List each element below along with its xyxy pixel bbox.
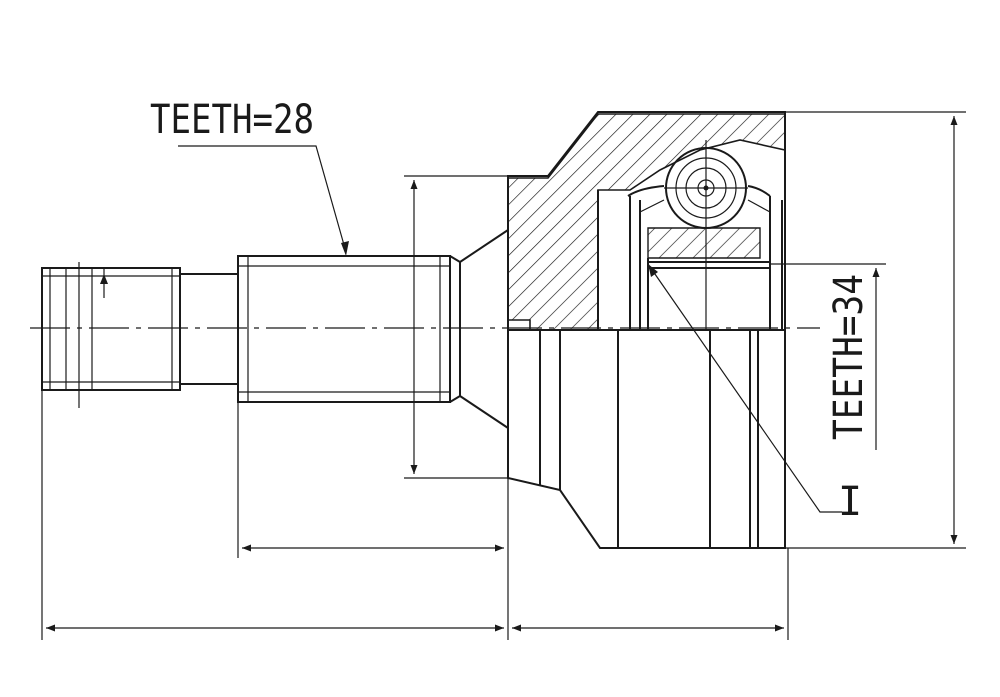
leader-lines (178, 145, 842, 513)
cage-inner-race (597, 185, 783, 330)
splined-stem (237, 229, 509, 429)
shaft-neck (179, 273, 239, 385)
ball-bearing (664, 140, 748, 330)
teeth-28-label: TEETH=28 (150, 97, 314, 143)
threaded-end (41, 262, 181, 408)
dimension-lines (41, 111, 966, 640)
i-marker-label: I (838, 479, 862, 525)
teeth-34-label: TEETH=34 (826, 274, 872, 440)
hatched-section (507, 113, 786, 331)
